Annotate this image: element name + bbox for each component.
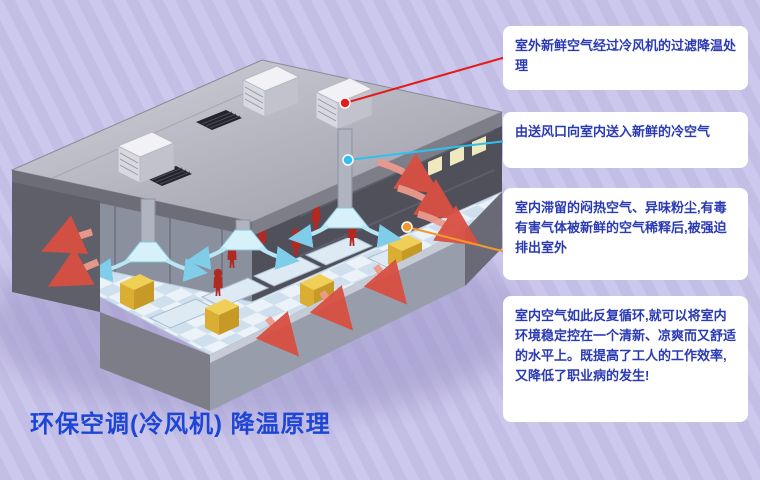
page-title: 环保空调(冷风机) 降温原理 [30, 411, 331, 438]
window [472, 136, 486, 156]
exhaust-air-dot-icon [401, 221, 413, 233]
connector-line-fresh-air [344, 56, 507, 104]
right-outer-return-wall [465, 192, 502, 286]
roof-vent-grids [146, 110, 242, 186]
roof-eave-left [12, 170, 252, 236]
cooler-unit-1 [116, 131, 176, 184]
callout-fresh-air-intake: 室外新鲜空气经过冷风机的过滤降温处理 [503, 26, 748, 90]
cooler-units [116, 65, 374, 184]
cooler-unit-2 [241, 65, 301, 118]
callout-circulation-summary-text: 室内空气如此反复循环,就可以将室内环境稳定控在一个清新、凉爽而又舒适的水平上。既… [515, 308, 737, 384]
callout-supply-air-text: 由送风口向室内送入新鲜的冷空气 [515, 124, 711, 139]
supply-air-dot-icon [342, 154, 354, 166]
callout-circulation-summary: 室内空气如此反复循环,就可以将室内环境稳定控在一个清新、凉爽而又舒适的水平上。既… [503, 296, 748, 422]
callout-exhaust-air: 室内滞留的闷热空气、异味粉尘,有毒有害气体被新鲜的空气稀释后,被强迫排出室外 [503, 188, 748, 280]
connector-line-supply-air [347, 140, 507, 161]
callout-fresh-air-intake-text: 室外新鲜空气经过冷风机的过滤降温处理 [515, 38, 737, 74]
cooler-unit-3 [314, 77, 374, 130]
roof [10, 59, 504, 236]
connector-line-exhaust-air [406, 226, 507, 253]
callout-supply-air: 由送风口向室内送入新鲜的冷空气 [503, 112, 748, 168]
supply-ducts-and-diffusers [122, 128, 371, 263]
callout-exhaust-air-text: 室内滞留的闷热空气、异味粉尘,有毒有害气体被新鲜的空气稀释后,被强迫排出室外 [515, 200, 727, 256]
fresh-air-dot-icon [339, 97, 351, 109]
exhaust-air-arrows [41, 153, 480, 357]
window [450, 146, 464, 166]
roof-eave-right [252, 112, 502, 236]
